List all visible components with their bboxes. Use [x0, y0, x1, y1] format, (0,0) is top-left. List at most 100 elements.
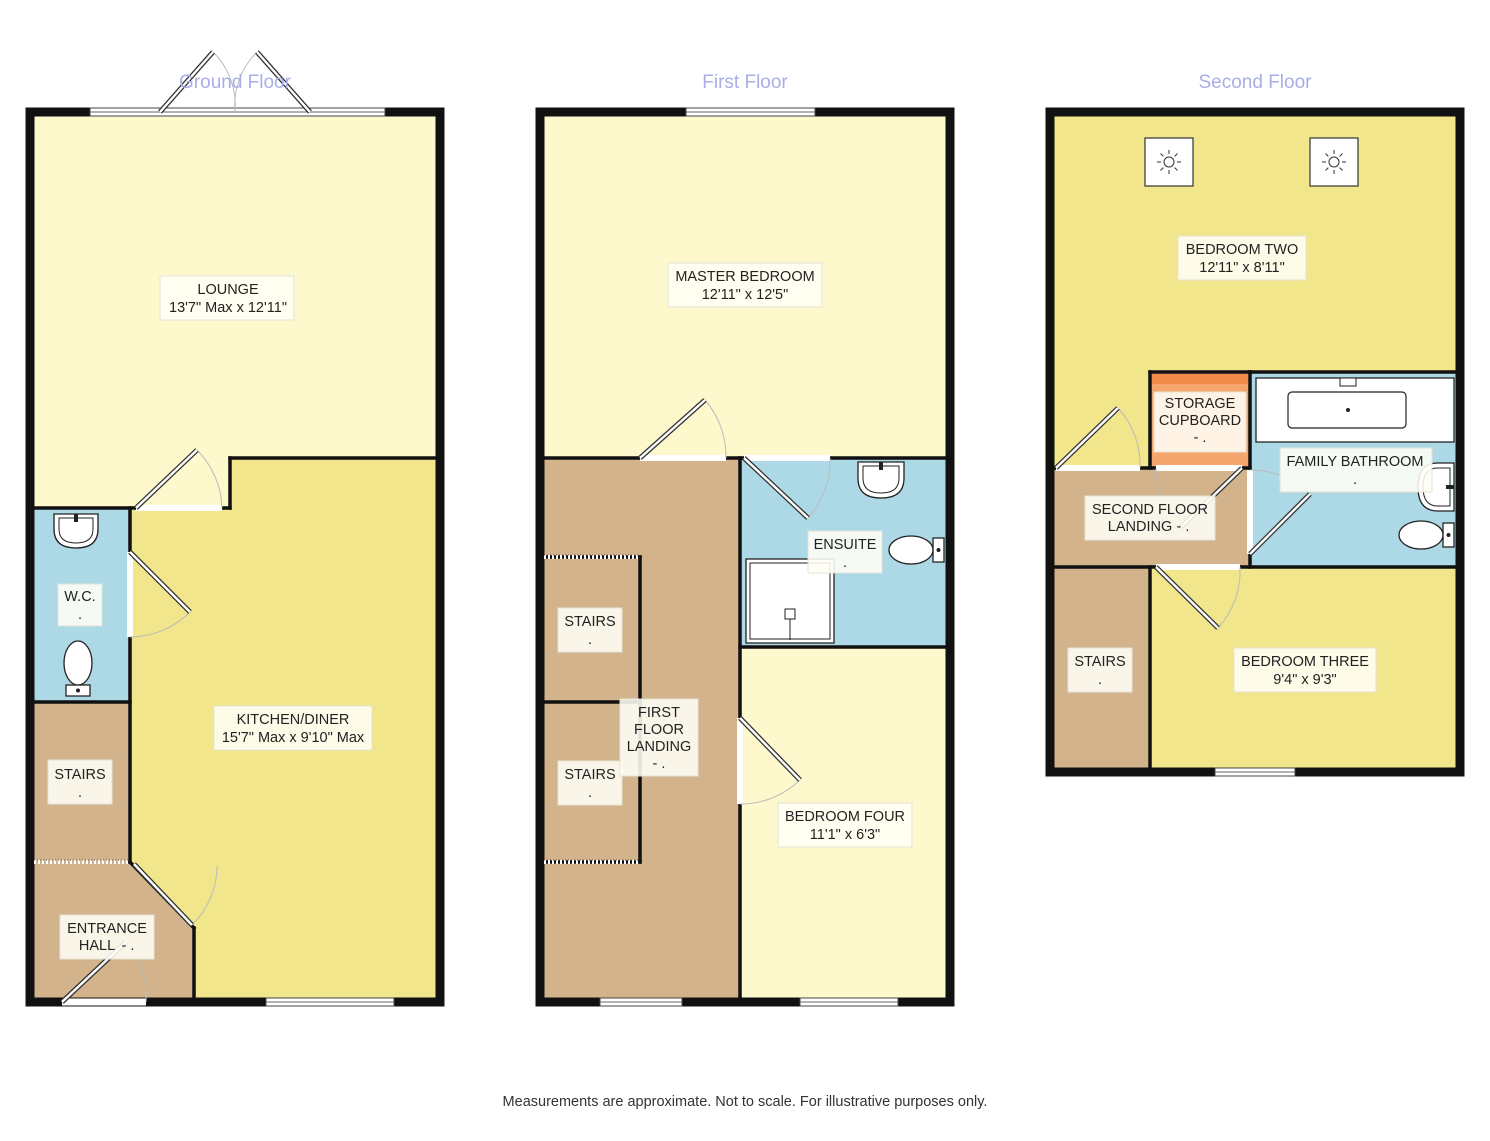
room-name-2: FLOOR [634, 722, 684, 738]
fixtures [53, 137, 1455, 697]
room-name-3: LANDING [627, 739, 691, 755]
door-leaf-face [1055, 407, 1119, 469]
room-label-bedroom-four: BEDROOM FOUR 11'1" x 6'3" [777, 802, 913, 848]
door-leaf-face [1155, 566, 1219, 629]
door-leaf-face [256, 51, 311, 113]
door-swing-arc [739, 779, 801, 805]
room-name: BEDROOM TWO [1186, 242, 1299, 258]
door-swing-arc [191, 865, 218, 926]
toilet-bowl [63, 640, 93, 686]
room-dims: 13'7" Max x 12'11" [169, 300, 287, 316]
door-icon [1154, 565, 1241, 630]
door-swing-arc [234, 51, 258, 113]
basin-inner [862, 465, 900, 494]
room-name: STAIRS [1074, 654, 1125, 670]
room-label-kitchen-diner: KITCHEN/DINER 15'7" Max x 9'10" Max [213, 705, 373, 751]
door-icon [234, 50, 312, 114]
door-swing-arc [1217, 566, 1241, 629]
toilet-flush [76, 688, 80, 693]
door-swing-arc [807, 457, 831, 519]
sun-ray [1174, 153, 1178, 157]
toilet-flush [1446, 533, 1451, 537]
room-label-entrance-hall: ENTRANCE HALL - . [59, 914, 155, 960]
room-label-first-floor-landing: FIRST FLOOR LANDING - . [619, 698, 699, 777]
door-leaf-face [159, 51, 214, 113]
room-label-ensuite: ENSUITE . [807, 530, 883, 574]
skylight-frame [1309, 137, 1359, 187]
door-leaf-face [1249, 493, 1311, 555]
basin-bowl [857, 461, 905, 499]
room-dims: 12'11" x 12'5" [702, 287, 789, 303]
room-dims: - . [122, 938, 135, 954]
room-dims: . [78, 785, 82, 801]
room-dims: . [588, 785, 592, 801]
skylight-icon [1309, 137, 1359, 187]
room-name: W.C. [64, 589, 95, 605]
door-icon [158, 50, 236, 114]
door-icon [128, 550, 192, 638]
sun-icon [1328, 156, 1340, 168]
room-name-2: HALL [79, 938, 115, 954]
room-label-stairs-second: STAIRS . [1067, 647, 1133, 693]
sun-ray [1160, 167, 1164, 171]
room-label-stairs-first-b: STAIRS . [557, 760, 623, 806]
door-leaf-face [135, 449, 198, 509]
door-leaf-face [743, 457, 809, 519]
room-dims: 15'7" Max x 9'10" Max [222, 730, 365, 746]
floor-title-first: First Floor [702, 72, 788, 93]
room-dims: . [588, 632, 592, 648]
room-dims: - . [1194, 430, 1207, 446]
room-label-bedroom-three: BEDROOM THREE 9'4" x 9'3" [1233, 647, 1377, 693]
room-name: FIRST [638, 705, 680, 721]
toilet-icon [888, 535, 945, 565]
room-name: KITCHEN/DINER [237, 712, 350, 728]
sun-ray [1339, 153, 1343, 157]
room-dims: 9'4" x 9'3" [1273, 672, 1336, 688]
room-label-bedroom-two: BEDROOM TWO 12'11" x 8'11" [1177, 235, 1307, 281]
room-dims: . [78, 607, 82, 623]
door-swing-arc [704, 399, 727, 459]
floor-title-second: Second Floor [1198, 72, 1312, 93]
door-swing-arc [196, 449, 223, 509]
room-name: SECOND FLOOR [1092, 502, 1208, 518]
door-leaf-face [129, 551, 191, 613]
room-label-master-bedroom: MASTER BEDROOM 12'11" x 12'5" [667, 262, 823, 308]
door-leaf-face [739, 717, 801, 781]
room-label-second-floor-landing: SECOND FLOOR LANDING - . [1084, 495, 1216, 541]
room-label-family-bathroom: FAMILY BATHROOM . [1279, 447, 1433, 493]
toilet-flush [936, 548, 941, 552]
basin-inner [58, 517, 94, 544]
basin-tap [1446, 485, 1454, 489]
room-name: BEDROOM FOUR [785, 809, 905, 825]
sun-ray [1339, 167, 1343, 171]
room-name: STAIRS [564, 767, 615, 783]
door-icon [738, 716, 802, 805]
basin-icon [53, 513, 99, 549]
toilet-bowl [888, 535, 934, 565]
door-swing-arc [1117, 407, 1141, 469]
room-name: ENTRANCE [67, 921, 147, 937]
basin-icon [857, 461, 905, 499]
sun-ray [1160, 153, 1164, 157]
room-name: STAIRS [54, 767, 105, 783]
floor-title-ground: Ground Floor [179, 72, 292, 93]
room-name: ENSUITE [814, 537, 877, 553]
room-dims: . [1098, 672, 1102, 688]
room-name: FAMILY BATHROOM [1287, 454, 1424, 470]
door-icon [132, 862, 218, 927]
room-dims: 11'1" x 6'3" [810, 827, 880, 843]
storage-shelf [1152, 374, 1248, 384]
room-name-2: CUPBOARD [1159, 413, 1241, 429]
toilet-icon [1398, 520, 1455, 550]
toilet-icon [63, 640, 93, 697]
room-dims: 12'11" x 8'11" [1199, 260, 1284, 276]
room-dims: . [843, 555, 847, 571]
door-icon [1054, 406, 1141, 470]
shower-drain [784, 608, 796, 620]
room-name: STORAGE [1165, 396, 1236, 412]
room-dims: - . [1177, 519, 1190, 535]
bath-tap [1339, 377, 1357, 387]
basin-tap [74, 514, 78, 522]
room-name: STAIRS [564, 614, 615, 630]
